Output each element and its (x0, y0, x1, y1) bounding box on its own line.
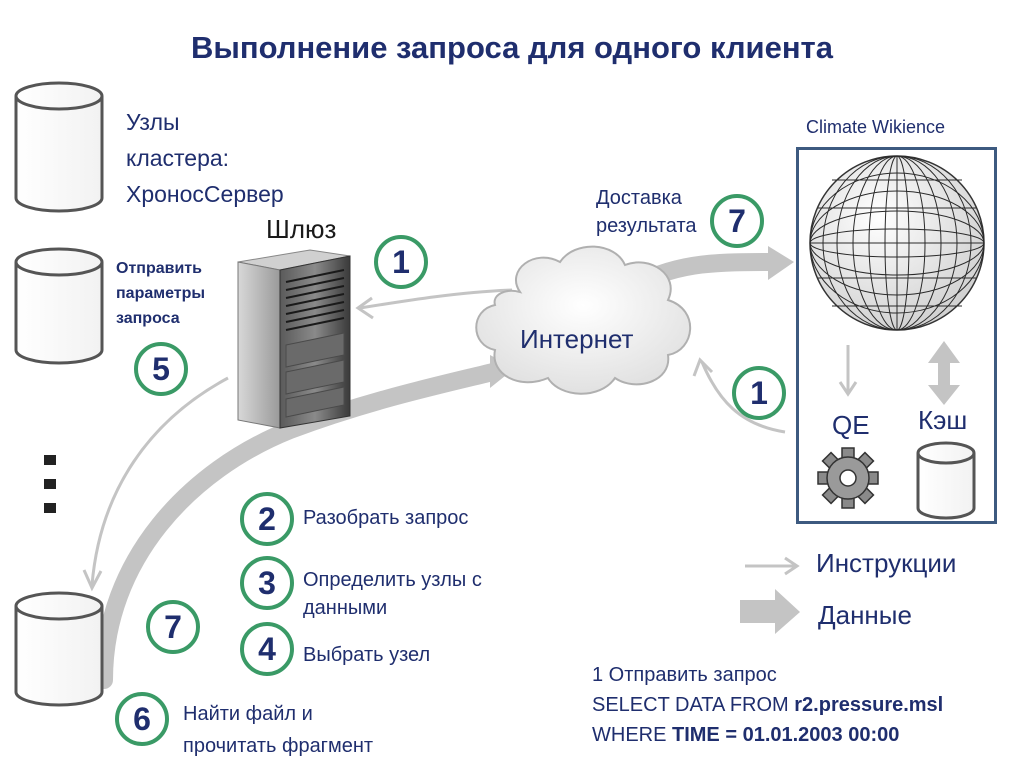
legend-instructions-label: Инструкции (816, 548, 957, 578)
cluster-nodes-label: Узлы кластера: ХроносСервер (126, 109, 284, 207)
delivery-label: Доставка результата (596, 187, 697, 237)
legend-data-arrow (740, 589, 800, 634)
gateway-label: Шлюз (266, 214, 337, 244)
instruction-arrow-globe-to-qe (838, 345, 858, 397)
more-nodes-ellipsis (44, 455, 60, 513)
qe-label: QE (832, 410, 870, 440)
climate-wikience-frame (796, 147, 997, 524)
send-params-label: Отправить параметры запроса (116, 260, 206, 327)
instruction-arrow-internet-to-gateway (355, 288, 513, 320)
climate-wikience-label: Climate Wikience (806, 117, 946, 137)
database-icon (14, 591, 104, 707)
gear-icon (817, 447, 879, 509)
instruction-arrow-gateway-to-node (82, 376, 229, 592)
cache-label: Кэш (918, 405, 968, 435)
page-title: Выполнение запроса для одного клиента (191, 30, 833, 65)
legend-data-label: Данные (818, 600, 912, 630)
query-text: 1 Отправить запрос SELECT DATA FROM r2.p… (592, 664, 944, 746)
step-6-text: Найти файл и прочитать фрагмент (183, 703, 374, 757)
step-badge-1-gateway: 1 (374, 235, 428, 289)
step-badge-5: 5 (134, 342, 188, 396)
step-2-text: Разобрать запрос (303, 507, 469, 529)
step-badge-2: 2 (240, 492, 294, 546)
legend-instruction-arrow (745, 556, 800, 576)
database-icon (14, 247, 104, 365)
data-arrow-cache-globe (928, 341, 960, 405)
database-icon (14, 81, 104, 213)
server-icon (237, 249, 351, 429)
step-badge-4: 4 (240, 622, 294, 676)
step-badge-6: 6 (115, 692, 169, 746)
step-badge-3: 3 (240, 556, 294, 610)
cloud-icon (475, 245, 692, 395)
step-badge-7-top: 7 (710, 194, 764, 248)
internet-label: Интернет (520, 324, 634, 354)
step-badge-1-client: 1 (732, 366, 786, 420)
instruction-arrow-client-to-internet (692, 357, 786, 434)
step-badge-7-left: 7 (146, 600, 200, 654)
globe-icon (809, 155, 985, 331)
step-3-text: Определить узлы с данными (303, 569, 482, 619)
database-icon (916, 441, 976, 520)
step-4-text: Выбрать узел (303, 644, 431, 666)
